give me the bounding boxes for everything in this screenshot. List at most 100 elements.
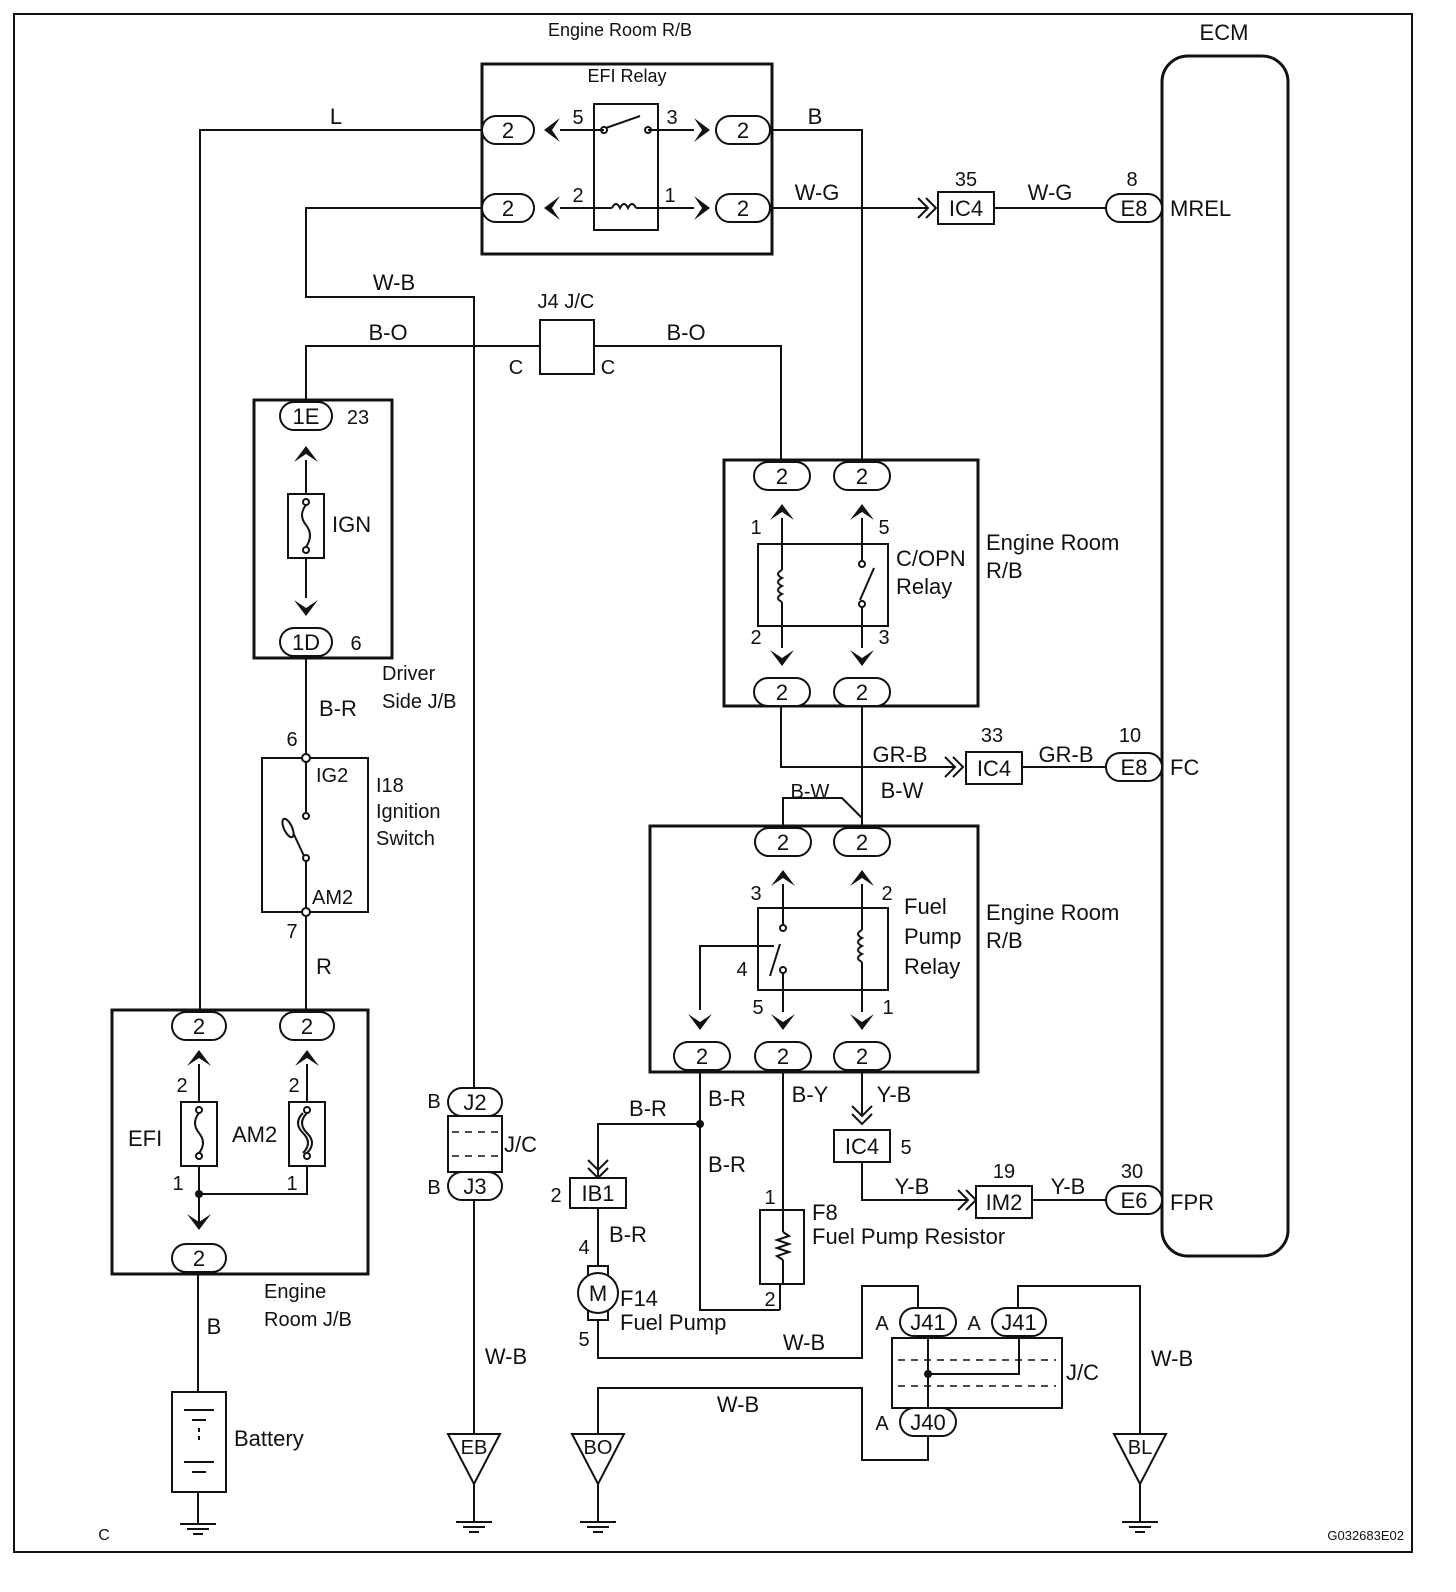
wire-label-by: B-Y <box>792 1082 829 1107</box>
svg-text:Engine Room: Engine Room <box>986 530 1119 555</box>
svg-text:J41: J41 <box>1001 1310 1036 1335</box>
svg-text:5: 5 <box>900 1137 911 1159</box>
svg-text:2: 2 <box>856 1044 868 1069</box>
wire-label-wb-bl: W-B <box>1151 1346 1193 1371</box>
engine-room-jb: 2 2 2 2 EFI AM2 1 1 2 Engine Room J/B <box>110 1008 370 1331</box>
wire-label-wb: W-B <box>373 270 415 295</box>
fuel-pump-resistor: 1 2 F8 Fuel Pump Resistor <box>759 1187 1005 1311</box>
svg-text:2: 2 <box>193 1246 205 1271</box>
svg-text:BL: BL <box>1128 1437 1152 1459</box>
svg-text:5: 5 <box>878 517 889 539</box>
diagram-code: G032683E02 <box>1327 1528 1404 1543</box>
svg-text:AM2: AM2 <box>312 887 353 909</box>
svg-text:2: 2 <box>193 1014 205 1039</box>
im2-connector: IM2 19 <box>957 1161 1033 1219</box>
ic4-mrel-connector: IC4 35 <box>917 169 995 225</box>
ecm-pin-mrel: MREL <box>1170 196 1231 221</box>
svg-text:Pump: Pump <box>904 924 961 949</box>
svg-text:2: 2 <box>502 118 514 143</box>
svg-text:C: C <box>509 357 523 379</box>
svg-text:6: 6 <box>286 729 297 751</box>
svg-text:Relay: Relay <box>896 574 952 599</box>
svg-text:1: 1 <box>882 997 893 1019</box>
svg-text:IC4: IC4 <box>845 1134 879 1159</box>
svg-text:2: 2 <box>502 196 514 221</box>
svg-text:EB: EB <box>461 1437 488 1459</box>
svg-text:B: B <box>427 1177 440 1199</box>
svg-text:Room J/B: Room J/B <box>264 1309 352 1331</box>
wire-label-l: L <box>330 104 342 129</box>
svg-text:Fuel: Fuel <box>904 894 947 919</box>
svg-text:3: 3 <box>878 627 889 649</box>
svg-text:J40: J40 <box>910 1410 945 1435</box>
fuel-pump-relay: 2 2 2 2 2 3 2 4 5 1 Fuel Pump Relay <box>648 824 1119 1074</box>
wire-label-br-2: B-R <box>629 1096 667 1121</box>
battery: Battery <box>171 1391 304 1493</box>
ecm-label: ECM <box>1200 20 1249 45</box>
svg-text:A: A <box>875 1313 889 1335</box>
copn-relay: 2 2 2 2 1 5 2 3 C/OPN Relay Engine Room … <box>722 458 1119 708</box>
svg-text:J41: J41 <box>910 1310 945 1335</box>
efi-relay: EFI Relay 2 2 2 2 5 3 2 1 <box>480 62 774 256</box>
svg-text:Relay: Relay <box>904 954 960 979</box>
svg-text:C/OPN: C/OPN <box>896 546 966 571</box>
fuse-efi: EFI <box>128 1126 162 1151</box>
fuse-ign: IGN <box>332 512 371 537</box>
svg-text:2: 2 <box>881 883 892 905</box>
svg-text:B: B <box>427 1091 440 1113</box>
wire-label-yb-2: Y-B <box>895 1174 930 1199</box>
svg-text:2: 2 <box>764 1289 775 1311</box>
page-title: Engine Room R/B <box>548 20 692 40</box>
svg-text:2: 2 <box>856 680 868 705</box>
svg-text:E8: E8 <box>1121 755 1148 780</box>
svg-text:1: 1 <box>664 185 675 207</box>
svg-text:Fuel Pump Resistor: Fuel Pump Resistor <box>812 1224 1005 1249</box>
corner-label: C <box>98 1527 110 1544</box>
svg-text:5: 5 <box>578 1329 589 1351</box>
svg-text:Driver: Driver <box>382 663 436 685</box>
svg-text:E8: E8 <box>1121 196 1148 221</box>
svg-text:2: 2 <box>750 627 761 649</box>
svg-text:BO: BO <box>584 1437 613 1459</box>
svg-text:2: 2 <box>777 1044 789 1069</box>
wire-label-r: R <box>316 954 332 979</box>
wire-label-br-4: B-R <box>708 1152 746 1177</box>
j4-junction: J4 J/C C C <box>509 291 615 379</box>
svg-text:19: 19 <box>993 1161 1015 1183</box>
svg-text:J/C: J/C <box>504 1132 537 1157</box>
svg-text:35: 35 <box>955 169 977 191</box>
ic4-fp-connector: IC4 5 <box>833 1105 912 1163</box>
svg-text:2: 2 <box>776 680 788 705</box>
wire-label-bo: B-O <box>368 320 407 345</box>
svg-text:2: 2 <box>572 185 583 207</box>
wire-label-grb: GR-B <box>873 742 928 767</box>
svg-text:J3: J3 <box>463 1174 486 1199</box>
wire-label-wb-bo: W-B <box>717 1392 759 1417</box>
svg-text:30: 30 <box>1121 1161 1143 1183</box>
wire-label-br-5: B-R <box>609 1222 647 1247</box>
svg-text:A: A <box>875 1413 889 1435</box>
driver-side-jb: 1E 23 IGN 1D 6 Driver Side J/B <box>252 398 456 713</box>
svg-text:7: 7 <box>286 921 297 943</box>
svg-text:2: 2 <box>777 830 789 855</box>
svg-text:1: 1 <box>750 517 761 539</box>
ecm-pin-fc: FC <box>1170 755 1199 780</box>
svg-text:4: 4 <box>736 959 747 981</box>
svg-text:IM2: IM2 <box>986 1190 1023 1215</box>
svg-text:R/B: R/B <box>986 928 1023 953</box>
svg-text:2: 2 <box>301 1014 313 1039</box>
ground-eb-icon: EB <box>447 1433 501 1533</box>
wire-label-br: B-R <box>319 696 357 721</box>
wire-label-wg: W-G <box>795 180 840 205</box>
battery-ground-icon <box>180 1523 216 1535</box>
svg-text:C: C <box>601 357 615 379</box>
svg-text:J4 J/C: J4 J/C <box>538 291 595 313</box>
svg-text:Side J/B: Side J/B <box>382 691 456 713</box>
svg-text:R/B: R/B <box>986 558 1023 583</box>
svg-text:4: 4 <box>578 1237 589 1259</box>
svg-text:IG2: IG2 <box>316 765 348 787</box>
splice-dot <box>696 1120 704 1128</box>
ib1-connector: IB1 2 <box>550 1159 627 1209</box>
wire-label-b-battery: B <box>207 1314 222 1339</box>
